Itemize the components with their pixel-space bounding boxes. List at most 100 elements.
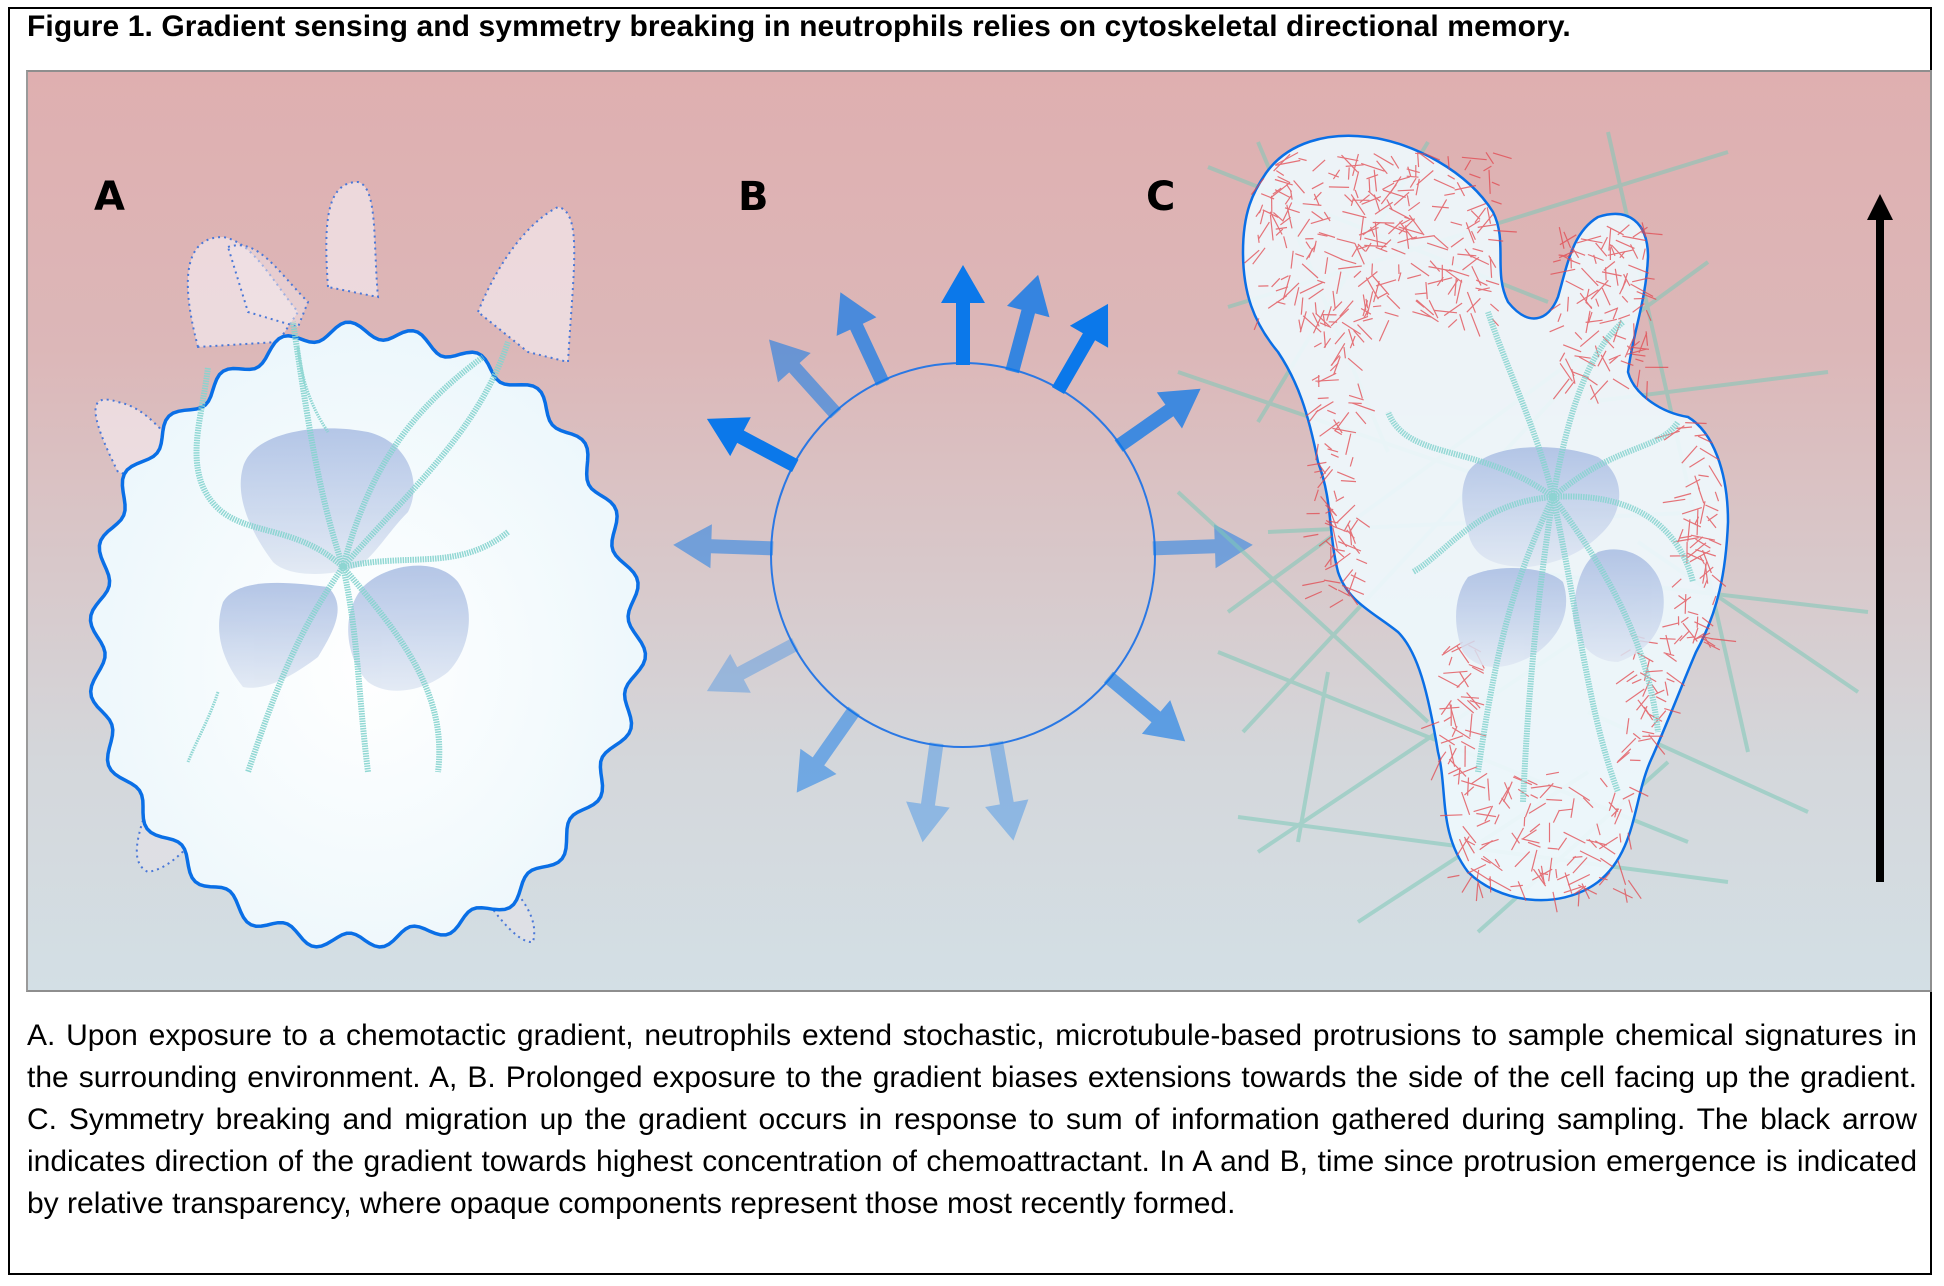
actin-filament	[1344, 586, 1359, 606]
actin-filament	[1364, 237, 1388, 245]
actin-filament	[1345, 433, 1352, 455]
actin-filament	[1666, 678, 1675, 683]
actin-filament	[1564, 380, 1576, 394]
actin-filament	[1277, 175, 1291, 184]
actin-filament	[1631, 678, 1642, 684]
actin-filament	[1365, 242, 1372, 252]
actin-filament	[1451, 256, 1455, 266]
actin-filament	[1546, 798, 1563, 801]
actin-filament	[1429, 260, 1441, 272]
actin-filament	[1407, 274, 1422, 280]
actin-filament	[1590, 380, 1609, 401]
actin-filament	[1325, 519, 1334, 527]
actin-filament	[1366, 291, 1374, 316]
protrusion-arrow-icon	[796, 706, 860, 793]
actin-filament	[1387, 219, 1404, 235]
actin-filament	[1522, 829, 1537, 840]
actin-filament	[1450, 237, 1464, 248]
actin-filament	[1673, 537, 1699, 543]
actin-filament	[1694, 475, 1701, 490]
actin-filament	[1453, 766, 1478, 777]
actin-filament	[1528, 802, 1547, 814]
actin-filament	[1255, 209, 1262, 218]
actin-filament	[1523, 816, 1526, 827]
actin-filament	[1365, 298, 1369, 309]
actin-filament	[1323, 211, 1331, 222]
actin-filament	[1280, 275, 1289, 281]
actin-filament	[1253, 318, 1260, 331]
actin-filament	[1408, 214, 1425, 236]
actin-filament	[1347, 524, 1356, 544]
actin-filament	[1440, 814, 1463, 817]
actin-filament	[1333, 356, 1341, 375]
actin-filament	[1680, 616, 1689, 623]
actin-filament	[1454, 184, 1477, 191]
actin-filament	[1697, 487, 1705, 504]
actin-filament	[1426, 242, 1449, 251]
actin-filament	[1448, 758, 1467, 777]
actin-filament	[1348, 394, 1364, 401]
actin-filament	[1324, 250, 1344, 261]
actin-filament	[1349, 519, 1359, 533]
actin-filament	[1666, 672, 1686, 687]
actin-filament	[1464, 159, 1472, 171]
actin-filament	[1694, 516, 1700, 525]
actin-filament	[1442, 645, 1451, 654]
actin-filament	[1503, 781, 1513, 803]
actin-filament	[1571, 247, 1580, 259]
actin-filament	[1318, 232, 1336, 239]
actin-filament	[1428, 266, 1453, 272]
actin-filament	[1317, 462, 1327, 474]
actin-filament	[1662, 498, 1686, 504]
actin-filament	[1640, 226, 1647, 238]
actin-filament	[1629, 786, 1649, 797]
actin-filament	[1374, 221, 1379, 247]
actin-filament	[1311, 211, 1324, 221]
actin-filament	[1617, 748, 1632, 763]
actin-filament	[1357, 243, 1367, 253]
actin-filament	[1527, 779, 1538, 786]
actin-filament	[1314, 489, 1319, 502]
actin-filament	[1689, 550, 1711, 563]
actin-filament	[1350, 574, 1366, 583]
actin-filament	[1348, 402, 1362, 405]
actin-filament	[1681, 445, 1698, 464]
actin-filament	[1357, 383, 1363, 399]
panel-label-c: C	[1146, 174, 1175, 220]
actin-filament	[1477, 881, 1484, 899]
actin-filament	[1328, 172, 1340, 178]
actin-filament	[1665, 653, 1677, 662]
actin-filament	[1312, 159, 1326, 172]
actin-filament	[1636, 694, 1650, 711]
actin-filament	[1581, 267, 1599, 287]
actin-filament	[1324, 443, 1333, 450]
actin-filament	[1315, 401, 1334, 413]
actin-filament	[1384, 223, 1408, 234]
actin-filament	[1595, 280, 1612, 288]
actin-filament	[1476, 214, 1494, 234]
actin-filament	[1655, 696, 1667, 703]
actin-filament	[1466, 203, 1487, 212]
actin-filament	[1699, 635, 1713, 640]
actin-filament	[1628, 264, 1650, 274]
actin-filament	[1340, 258, 1357, 265]
actin-filament	[1627, 879, 1642, 900]
actin-filament	[1434, 309, 1458, 314]
actin-filament	[1574, 331, 1583, 340]
actin-filament	[1619, 280, 1627, 295]
actin-filament	[1457, 253, 1477, 257]
actin-filament	[1474, 207, 1487, 223]
actin-filament	[1593, 254, 1597, 264]
actin-filament	[1298, 157, 1307, 162]
actin-filament	[1366, 174, 1379, 180]
microtubules-c	[1385, 311, 1696, 803]
actin-filament	[1373, 305, 1382, 308]
actin-filament	[1641, 232, 1663, 236]
actin-filament	[1401, 218, 1411, 225]
actin-filament	[1455, 279, 1463, 304]
actin-filament	[1371, 274, 1390, 296]
actin-filament	[1529, 823, 1541, 833]
protrusion-arrow-icon	[673, 524, 774, 569]
actin-filament	[1598, 876, 1608, 881]
actin-filament	[1353, 329, 1365, 343]
